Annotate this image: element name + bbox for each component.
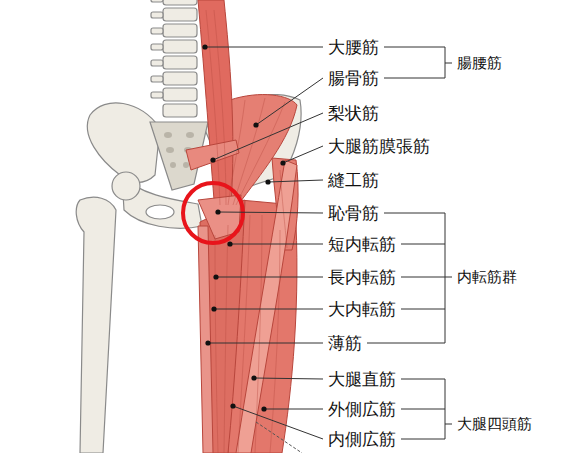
muscle-label: 薄筋 xyxy=(328,333,362,353)
muscle-label: 大腿直筋 xyxy=(328,369,396,389)
group-bracket xyxy=(401,244,445,245)
muscle-fibers xyxy=(206,10,287,453)
muscle-label: 大腿筋膜張筋 xyxy=(328,136,430,156)
muscle-label: 縫工筋 xyxy=(328,170,379,190)
leader-line xyxy=(256,78,323,125)
dotted-outline xyxy=(256,422,302,453)
femur-head xyxy=(112,172,140,200)
piriformis xyxy=(186,140,239,170)
leader-line xyxy=(254,378,323,379)
leader-line xyxy=(218,212,323,213)
group-bracket xyxy=(384,47,445,48)
psoas xyxy=(198,0,233,212)
leader-dot xyxy=(253,122,258,127)
muscle-label: 梨状筋 xyxy=(328,103,379,123)
muscle-label: 短内転筋 xyxy=(328,234,396,254)
group-bracket xyxy=(367,343,445,344)
leader-line xyxy=(233,406,323,439)
leader-dot xyxy=(213,274,218,279)
leader-dot xyxy=(215,209,220,214)
muscle-label: 大内転筋 xyxy=(328,299,396,319)
leader-dot xyxy=(280,160,285,165)
leader-dot xyxy=(251,375,256,380)
group-bracket xyxy=(401,439,445,440)
leader-dot xyxy=(205,340,210,345)
muscle-label: 大腰筋 xyxy=(328,37,379,57)
group-bracket xyxy=(445,63,452,64)
leader-dot xyxy=(202,44,207,49)
group-bracket xyxy=(384,78,445,79)
leader-line xyxy=(216,277,323,278)
leader-line xyxy=(264,409,323,410)
group-label: 内転筋群 xyxy=(457,268,517,286)
group-bracket xyxy=(401,379,445,380)
leader-dot xyxy=(211,306,216,311)
muscle-label: 内側広筋 xyxy=(328,429,396,449)
leader-dot xyxy=(261,406,266,411)
left-ilium xyxy=(87,103,160,183)
highlight-circle xyxy=(183,183,243,243)
leader-dot xyxy=(227,241,232,246)
group-bracket xyxy=(401,409,445,410)
leader-line xyxy=(283,146,323,163)
group-bracket xyxy=(401,309,445,310)
leader-line xyxy=(208,343,323,344)
leader-dot xyxy=(230,403,235,408)
group-bracket xyxy=(445,379,446,439)
muscle-label: 腸骨筋 xyxy=(328,68,379,88)
leader-line xyxy=(268,180,323,182)
leader-line xyxy=(214,309,323,310)
bones xyxy=(76,0,301,453)
leader-line xyxy=(230,244,323,245)
gracilis xyxy=(198,226,213,453)
group-bracket xyxy=(401,277,445,278)
group-bracket xyxy=(445,277,452,278)
group-label: 腸腰筋 xyxy=(457,54,502,72)
leader-dot xyxy=(265,179,270,184)
muscle-label: 長内転筋 xyxy=(328,267,396,287)
vertebrae xyxy=(151,0,197,117)
muscle-label: 恥骨筋 xyxy=(328,203,379,223)
group-label: 大腿四頭筋 xyxy=(457,415,532,433)
obturator-hole xyxy=(146,205,174,219)
group-bracket xyxy=(384,213,445,214)
left-femur xyxy=(76,197,116,453)
muscles xyxy=(186,0,298,453)
muscle-label: 外側広筋 xyxy=(328,399,396,419)
leader-line xyxy=(205,47,323,48)
leader-dot xyxy=(210,157,215,162)
group-bracket xyxy=(445,213,446,343)
group-bracket xyxy=(445,424,452,425)
